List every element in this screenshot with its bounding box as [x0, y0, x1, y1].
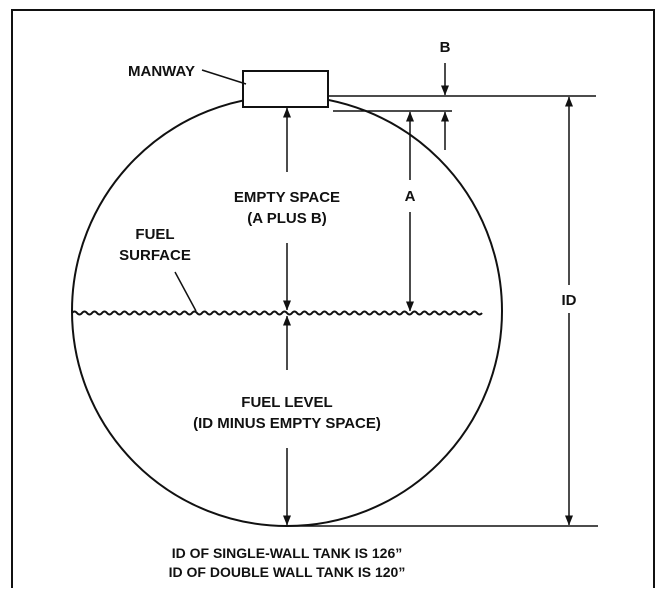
fuel-level-label-line2: (ID MINUS EMPTY SPACE) [193, 415, 381, 432]
manway-box [242, 70, 329, 108]
fuel-level-label-line1: FUEL LEVEL [241, 394, 332, 411]
manway-label: MANWAY [128, 63, 195, 80]
empty-space-label-line1: EMPTY SPACE [234, 189, 340, 206]
id-label: ID [562, 292, 577, 309]
note-single-wall: ID OF SINGLE-WALL TANK IS 126” [172, 545, 403, 561]
fuel-surface-label-line2: SURFACE [119, 247, 191, 264]
empty-space-label-line2: (A PLUS B) [247, 210, 326, 227]
b-label: B [440, 39, 451, 56]
manway-leader [201, 69, 247, 85]
fuel-surface-line [71, 310, 483, 316]
fuel-surface-leader [174, 271, 197, 312]
a-label: A [405, 188, 416, 205]
fuel-surface-label-line1: FUEL [135, 226, 174, 243]
note-double-wall: ID OF DOUBLE WALL TANK IS 120” [169, 564, 406, 580]
frame-border [11, 9, 655, 588]
